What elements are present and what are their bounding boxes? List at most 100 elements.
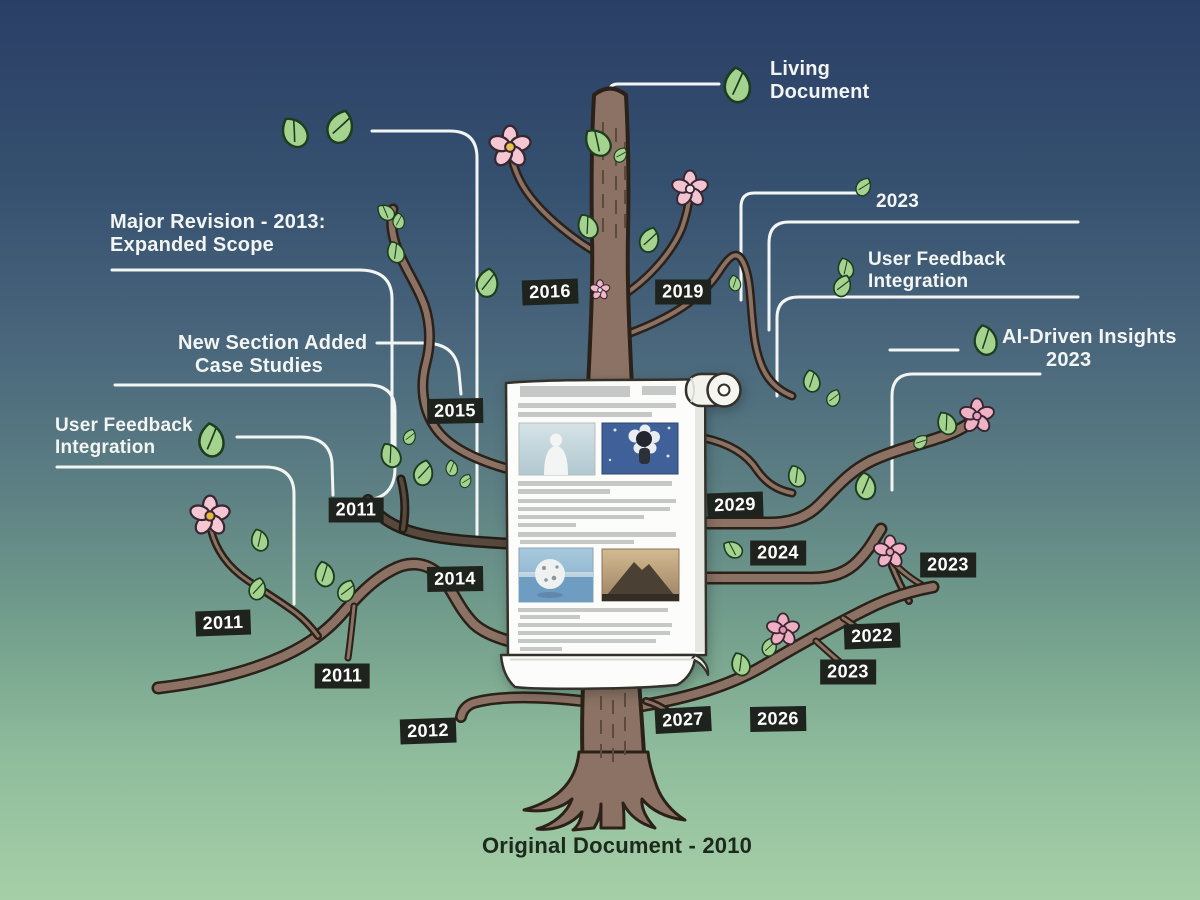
year-label: 2015 <box>426 398 484 424</box>
leaf-icon <box>854 471 877 501</box>
flower-icon <box>189 494 231 535</box>
year-label: 2019 <box>655 279 711 305</box>
year-label: 2022 <box>843 622 901 650</box>
year-label: 2027 <box>654 706 712 734</box>
leaf-icon <box>459 473 472 489</box>
annotation-line: Integration <box>868 270 969 292</box>
text-line-bar <box>518 403 676 408</box>
leaf-icon <box>198 422 225 458</box>
text-line-bar <box>518 532 676 537</box>
leaf-icon <box>832 274 852 298</box>
annotation-line: Original Document - 2010 <box>482 833 753 858</box>
person-in-white-photo <box>518 422 596 476</box>
leaf-icon <box>281 117 309 149</box>
annotation-line: User Feedback <box>868 249 1006 270</box>
annotation-line: Major Revision - 2013: <box>110 211 326 233</box>
annotation-line: Living <box>770 58 831 80</box>
text-line-bar <box>518 507 670 511</box>
leaf-icon <box>475 267 499 298</box>
leaf-icon <box>577 213 599 240</box>
leaf-icon <box>731 652 751 677</box>
leaf-icon <box>826 389 841 407</box>
flower-icon <box>959 397 995 433</box>
leaf-icon <box>445 459 459 477</box>
year-label: 2026 <box>749 706 807 732</box>
scroll-bottom-curl <box>499 653 710 690</box>
flowers <box>189 124 995 646</box>
annotation-line: 2023 <box>876 191 920 212</box>
annotation-line: Integration <box>55 436 156 458</box>
annotation-line: User Feedback <box>55 415 193 436</box>
annotation-line: Document <box>770 81 870 103</box>
year-label: 2029 <box>706 491 764 519</box>
mountain-at-dusk-photo <box>601 548 680 602</box>
text-line-bar <box>518 481 672 486</box>
text-line-bar <box>518 412 652 417</box>
flower-icon <box>873 534 907 568</box>
leaf-icon <box>638 226 660 254</box>
annotation-line: Case Studies <box>195 355 324 377</box>
year-label: 2011 <box>195 609 251 637</box>
leaf-icon <box>386 241 406 264</box>
leaf-icon <box>837 257 855 279</box>
text-line-bar <box>520 386 630 397</box>
leaf-icon <box>250 528 269 552</box>
annotation-line: AI-Driven Insights <box>1002 326 1177 348</box>
scroll-roll <box>684 372 742 408</box>
text-line-bar <box>520 647 562 651</box>
leaf-icon <box>855 177 872 197</box>
leaf-icon <box>336 579 356 603</box>
flower-icon <box>671 169 709 206</box>
leaf-icon <box>802 369 821 393</box>
leaf-icon <box>913 435 928 450</box>
text-line-bar <box>518 489 610 494</box>
leaf-icon <box>412 459 434 487</box>
leaf-icon <box>728 274 742 292</box>
year-label: 2011 <box>314 663 370 689</box>
annotation-line: New Section Added <box>178 332 368 354</box>
leaf-icon <box>723 541 744 559</box>
annotation-line: 2023 <box>1046 349 1092 371</box>
text-line-bar <box>518 499 676 503</box>
annotation-original-document: Original Document - 2010 <box>482 833 752 858</box>
year-label: 2012 <box>399 717 457 745</box>
leaf-icon <box>392 212 405 230</box>
flower-icon <box>766 612 800 646</box>
leaf-icon <box>248 577 267 601</box>
text-line-bar <box>520 615 580 619</box>
text-line-bar <box>518 515 644 519</box>
annotation-major-revision: Major Revision - 2013:Expanded Scope <box>110 211 326 257</box>
astronaut-with-flowers-photo <box>601 422 679 475</box>
leaf-icon <box>937 411 958 436</box>
placeholder-text-bars <box>518 386 676 651</box>
year-label: 2023 <box>820 659 876 685</box>
annotation-line: Expanded Scope <box>110 234 274 256</box>
leaf-icon <box>402 428 416 446</box>
year-label: 2016 <box>521 278 579 306</box>
text-line-bar <box>518 631 670 635</box>
leaf-icon <box>613 147 628 163</box>
annotation-year-2023-top-right: 2023 <box>876 191 919 213</box>
leaves <box>198 66 998 677</box>
white-sphere-on-water-photo <box>518 547 594 603</box>
leaf-icon <box>314 560 335 588</box>
text-line-bar <box>518 623 672 627</box>
text-line-bar <box>520 540 634 544</box>
leaf-icon <box>723 66 752 104</box>
year-label: 2014 <box>426 566 484 592</box>
flower-icon <box>589 279 611 300</box>
leaf-icon <box>787 465 807 488</box>
year-label: 2024 <box>750 540 806 566</box>
year-label: 2023 <box>920 552 976 578</box>
scroll-document <box>499 372 742 690</box>
leaf-icon <box>585 129 612 157</box>
callout-lines <box>55 82 1080 606</box>
flower-icon <box>488 124 532 167</box>
text-line-bar <box>518 608 668 612</box>
